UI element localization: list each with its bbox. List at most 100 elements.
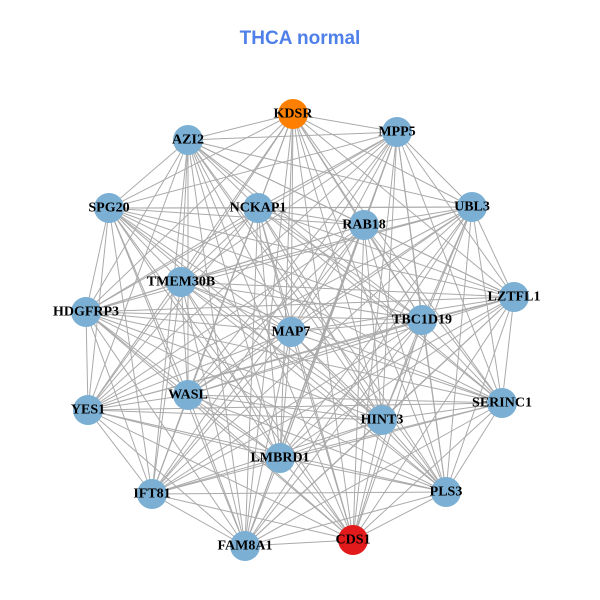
node-circle[interactable] bbox=[243, 193, 273, 223]
edge-WASL-SERINC1 bbox=[187, 394, 503, 404]
node-kdsr[interactable]: KDSR bbox=[274, 99, 314, 129]
edge-UBL3-MAP7 bbox=[290, 206, 473, 333]
node-hint3[interactable]: HINT3 bbox=[361, 405, 404, 435]
edge-KDSR-HINT3 bbox=[292, 113, 383, 421]
node-circle[interactable] bbox=[71, 297, 101, 327]
node-wasl[interactable]: WASL bbox=[168, 380, 208, 410]
node-circle[interactable] bbox=[382, 117, 412, 147]
node-fam8a1[interactable]: FAM8A1 bbox=[218, 531, 273, 561]
edge-UBL3-RAB18 bbox=[363, 206, 473, 226]
node-map7[interactable]: MAP7 bbox=[272, 317, 311, 347]
node-label: CDS1 bbox=[335, 533, 370, 548]
edge-MPP5-LZTFL1 bbox=[396, 131, 515, 298]
edge-KDSR-MPP5 bbox=[292, 113, 398, 133]
node-circle[interactable] bbox=[265, 443, 295, 473]
node-lmbrd1[interactable]: LMBRD1 bbox=[250, 443, 310, 473]
node-circle[interactable] bbox=[367, 405, 397, 435]
node-circle[interactable] bbox=[499, 282, 529, 312]
edge-TBC1D19-LMBRD1 bbox=[279, 319, 423, 459]
node-pls3[interactable]: PLS3 bbox=[430, 477, 463, 507]
node-spg20[interactable]: SPG20 bbox=[88, 193, 130, 223]
node-label: AZI2 bbox=[172, 133, 204, 148]
edge-TMEM30B-IFT81 bbox=[151, 281, 182, 495]
edge-HINT3-CDS1 bbox=[352, 419, 383, 541]
edge-MAP7-SERINC1 bbox=[290, 331, 503, 404]
edge-SERINC1-PLS3 bbox=[445, 402, 503, 493]
node-tmem30b[interactable]: TMEM30B bbox=[147, 267, 215, 297]
edge-TBC1D19-PLS3 bbox=[421, 319, 447, 493]
edge-IFT81-PLS3 bbox=[151, 491, 447, 495]
edge-NCKAP1-FAM8A1 bbox=[244, 207, 259, 547]
edge-LMBRD1-PLS3 bbox=[279, 457, 447, 493]
edge-LZTFL1-PLS3 bbox=[445, 296, 515, 493]
edge-WASL-IFT81 bbox=[151, 394, 189, 495]
edge-MPP5-SERINC1 bbox=[396, 131, 503, 404]
edge-WASL-PLS3 bbox=[187, 394, 447, 493]
node-circle[interactable] bbox=[349, 210, 379, 240]
node-hdgfrp3[interactable]: HDGFRP3 bbox=[53, 297, 119, 327]
edge-SPG20-HDGFRP3 bbox=[85, 207, 110, 313]
node-circle[interactable] bbox=[338, 525, 368, 555]
edge-HDGFRP3-YES1 bbox=[85, 311, 89, 411]
edge-TBC1D19-WASL bbox=[187, 319, 423, 396]
edge-LMBRD1-FAM8A1 bbox=[244, 457, 281, 547]
node-label: WASL bbox=[168, 388, 208, 403]
edge-MPP5-NCKAP1 bbox=[257, 131, 398, 209]
edge-HDGFRP3-MAP7 bbox=[85, 311, 292, 333]
node-label: NCKAP1 bbox=[230, 201, 287, 216]
node-tbc1d19[interactable]: TBC1D19 bbox=[392, 305, 452, 335]
edge-NCKAP1-RAB18 bbox=[257, 207, 365, 226]
edge-RAB18-LZTFL1 bbox=[363, 224, 515, 298]
edge-SERINC1-IFT81 bbox=[151, 402, 503, 495]
edge-HDGFRP3-WASL bbox=[85, 311, 189, 396]
node-label: UBL3 bbox=[454, 200, 490, 215]
node-circle[interactable] bbox=[73, 395, 103, 425]
node-circle[interactable] bbox=[173, 125, 203, 155]
edge-WASL-HINT3 bbox=[187, 394, 383, 421]
edge-RAB18-IFT81 bbox=[151, 224, 365, 495]
node-rab18[interactable]: RAB18 bbox=[342, 210, 386, 240]
node-circle[interactable] bbox=[276, 317, 306, 347]
edge-YES1-IFT81 bbox=[87, 409, 153, 495]
node-label: TMEM30B bbox=[147, 275, 215, 290]
edge-MAP7-WASL bbox=[187, 331, 292, 396]
node-lztfl1[interactable]: LZTFL1 bbox=[488, 282, 541, 312]
edge-TBC1D19-MAP7 bbox=[290, 319, 423, 333]
node-circle[interactable] bbox=[230, 531, 260, 561]
node-yes1[interactable]: YES1 bbox=[71, 395, 105, 425]
node-serinc1[interactable]: SERINC1 bbox=[472, 388, 532, 418]
node-ubl3[interactable]: UBL3 bbox=[454, 192, 490, 222]
edge-PLS3-CDS1 bbox=[352, 491, 447, 541]
node-circle[interactable] bbox=[431, 477, 461, 507]
edge-TMEM30B-PLS3 bbox=[180, 281, 447, 493]
edge-NCKAP1-LZTFL1 bbox=[257, 207, 515, 298]
node-label: FAM8A1 bbox=[218, 539, 273, 554]
node-cds1[interactable]: CDS1 bbox=[335, 525, 371, 555]
edge-YES1-FAM8A1 bbox=[87, 409, 246, 547]
node-circle[interactable] bbox=[173, 380, 203, 410]
node-circle[interactable] bbox=[487, 388, 517, 418]
node-circle[interactable] bbox=[94, 193, 124, 223]
edge-HDGFRP3-HINT3 bbox=[85, 311, 383, 421]
edge-AZI2-SERINC1 bbox=[187, 139, 503, 404]
node-circle[interactable] bbox=[407, 305, 437, 335]
edge-KDSR-TMEM30B bbox=[180, 113, 294, 283]
edge-HDGFRP3-TBC1D19 bbox=[85, 311, 423, 321]
node-nckap1[interactable]: NCKAP1 bbox=[230, 193, 287, 223]
edge-FAM8A1-CDS1 bbox=[244, 539, 354, 547]
node-circle[interactable] bbox=[457, 192, 487, 222]
node-circle[interactable] bbox=[166, 267, 196, 297]
edge-KDSR-SPG20 bbox=[108, 113, 294, 209]
edge-NCKAP1-HDGFRP3 bbox=[85, 207, 259, 313]
edge-MAP7-PLS3 bbox=[290, 331, 447, 493]
node-circle[interactable] bbox=[137, 479, 167, 509]
edge-RAB18-PLS3 bbox=[363, 224, 447, 493]
node-azi2[interactable]: AZI2 bbox=[172, 125, 204, 155]
edge-AZI2-HDGFRP3 bbox=[85, 139, 189, 313]
edge-HINT3-LMBRD1 bbox=[279, 419, 383, 459]
node-circle[interactable] bbox=[278, 99, 308, 129]
edge-UBL3-LZTFL1 bbox=[471, 206, 515, 298]
node-ift81[interactable]: IFT81 bbox=[133, 479, 171, 509]
edge-HDGFRP3-PLS3 bbox=[85, 311, 447, 493]
node-mpp5[interactable]: MPP5 bbox=[378, 117, 416, 147]
